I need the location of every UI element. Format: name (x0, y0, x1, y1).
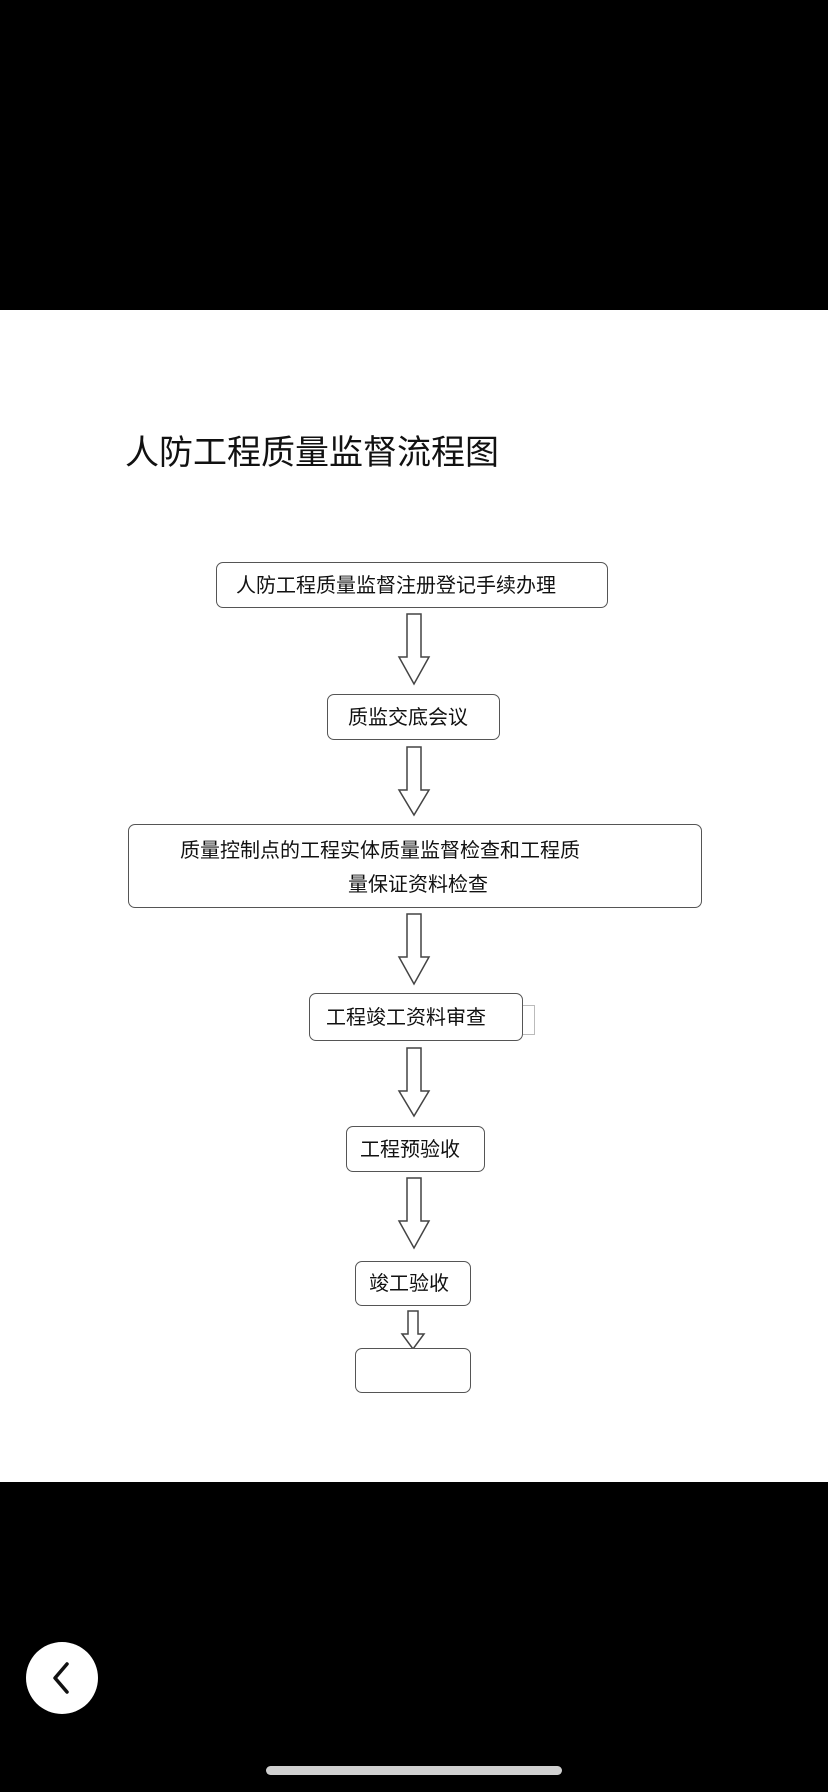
flow-step-registration: 人防工程质量监督注册登记手续办理 (216, 562, 608, 608)
flow-step-label: 竣工验收 (369, 1271, 449, 1295)
flow-step-quality-inspection: 质量控制点的工程实体质量监督检查和工程质 量保证资料检查 (128, 824, 702, 908)
flow-arrow-1 (397, 613, 431, 686)
flow-step-final-acceptance: 竣工验收 (355, 1261, 471, 1306)
flow-arrow-2 (397, 746, 431, 817)
back-button[interactable] (26, 1642, 98, 1714)
flow-arrow-3 (397, 913, 431, 986)
page-title: 人防工程质量监督流程图 (125, 433, 499, 473)
flow-arrow-6 (400, 1310, 426, 1351)
flow-arrow-5 (397, 1177, 431, 1250)
flow-step-label: 工程预验收 (360, 1137, 460, 1161)
box-edge-fragment (523, 1005, 535, 1035)
flow-arrow-4 (397, 1047, 431, 1118)
flow-step-empty (355, 1348, 471, 1393)
document-page: 人防工程质量监督流程图 人防工程质量监督注册登记手续办理 质监交底会议 质量控制… (0, 310, 828, 1482)
flow-step-label: 工程竣工资料审查 (326, 1005, 486, 1029)
flow-step-label-line2: 量保证资料检查 (348, 872, 488, 896)
home-indicator[interactable] (266, 1766, 562, 1775)
flow-step-label-line1: 质量控制点的工程实体质量监督检查和工程质 (180, 838, 580, 862)
flow-step-label: 质监交底会议 (348, 705, 468, 729)
flow-step-completion-docs-review: 工程竣工资料审查 (309, 993, 523, 1041)
chevron-left-icon (53, 1662, 69, 1694)
flow-step-label: 人防工程质量监督注册登记手续办理 (236, 573, 556, 597)
flow-step-kickoff-meeting: 质监交底会议 (327, 694, 500, 740)
flow-step-pre-acceptance: 工程预验收 (346, 1126, 485, 1172)
